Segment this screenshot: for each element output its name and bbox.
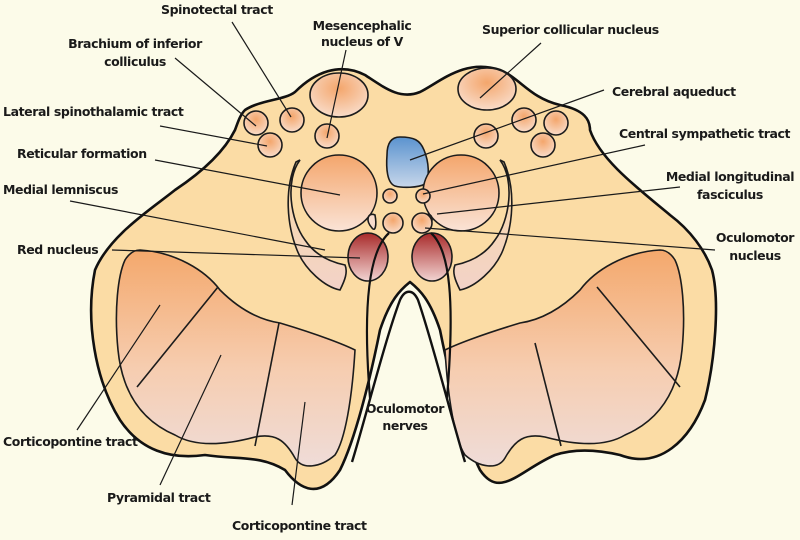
label-corticopontine-tract-left: Corticopontine tract [3,434,138,449]
label-oculomotor-nerves-line1: Oculomotor [365,401,445,416]
label-mesencephalic-nucleus-line2: nucleus of V [321,34,403,49]
left-red-nucleus [347,232,389,282]
left-medial-lemniscus [287,159,347,291]
label-brachium-line1: Brachium of inferior [68,36,202,51]
interpeduncular-fossa [350,290,467,463]
left-mlf-hook [367,213,377,231]
leader-superior-colliculus [479,42,542,99]
label-oculomotor-nerves-line2: nerves [382,418,428,433]
leader-lines [69,21,716,506]
right-peduncle-divider-1 [596,286,681,388]
label-mlf-line1: Medial longitudinal [665,169,795,184]
right-oculomotor-nucleus [411,212,433,234]
label-lateral-spinothalamic-tract: Lateral spinothalamic tract [3,104,184,119]
right-oculomotor-nerve [430,232,452,399]
right-medial-lemniscus [453,159,513,291]
left-peduncle-divider-2 [254,322,280,447]
leader-aqueduct [409,89,605,161]
leader-corticopontine-bottom [291,401,306,506]
left-peduncle-divider-1 [136,286,219,388]
left-central-sympathetic [382,188,398,204]
right-cerebral-peduncle [444,249,685,467]
right-superior-colliculus [457,67,517,111]
leader-oculomotor-nucleus [424,227,716,251]
label-central-sympathetic-tract: Central sympathetic tract [619,126,791,141]
left-oculomotor-nerve [365,232,390,399]
label-pyramidal-tract: Pyramidal tract [107,490,211,505]
leader-brachium [174,57,257,127]
left-oculomotor-nucleus [382,212,404,234]
label-brachium-line2: colliculus [104,54,166,69]
left-cerebral-peduncle [115,249,356,467]
right-circle-3 [530,132,556,158]
cerebral-aqueduct [385,136,430,189]
right-central-sympathetic [415,188,431,204]
label-oculomotor-nucleus-line2: nucleus [729,248,781,263]
leader-reticular [154,159,341,196]
label-red-nucleus: Red nucleus [17,242,99,257]
leader-mlf [436,186,681,215]
left-superior-colliculus [309,72,369,118]
leader-central-sympathetic [422,144,646,195]
left-spinotectal-circle [279,107,305,133]
label-spinotectal-tract: Spinotectal tract [161,2,273,17]
right-reticular-formation [422,154,500,232]
label-corticopontine-tract-bottom: Corticopontine tract [232,518,367,533]
label-cerebral-aqueduct: Cerebral aqueduct [612,84,736,99]
label-medial-lemniscus: Medial lemniscus [3,182,118,197]
label-superior-collicular-nucleus: Superior collicular nucleus [482,22,659,37]
leader-corticopontine-left [76,304,161,431]
label-reticular-formation: Reticular formation [17,146,147,161]
label-oculomotor-nucleus-line1: Oculomotor [715,230,795,245]
leader-mesencephalic [326,49,347,139]
left-reticular-formation [300,154,378,232]
leader-medial-lemniscus [69,200,326,251]
right-peduncle-divider-2 [534,342,562,447]
right-circle-2 [543,110,569,136]
leader-spinotectal [231,21,292,118]
left-brachium-circle [243,110,269,136]
label-mesencephalic-nucleus-line1: Mesencephalic [312,18,412,33]
label-mlf-line2: fasciculus [697,187,763,202]
leader-pyramidal [159,354,222,486]
leader-red-nucleus [111,249,361,259]
left-spinothalamic-circle [257,132,283,158]
leader-spinothalamic [159,125,268,147]
right-red-nucleus [411,232,453,282]
right-circle-1 [511,107,537,133]
